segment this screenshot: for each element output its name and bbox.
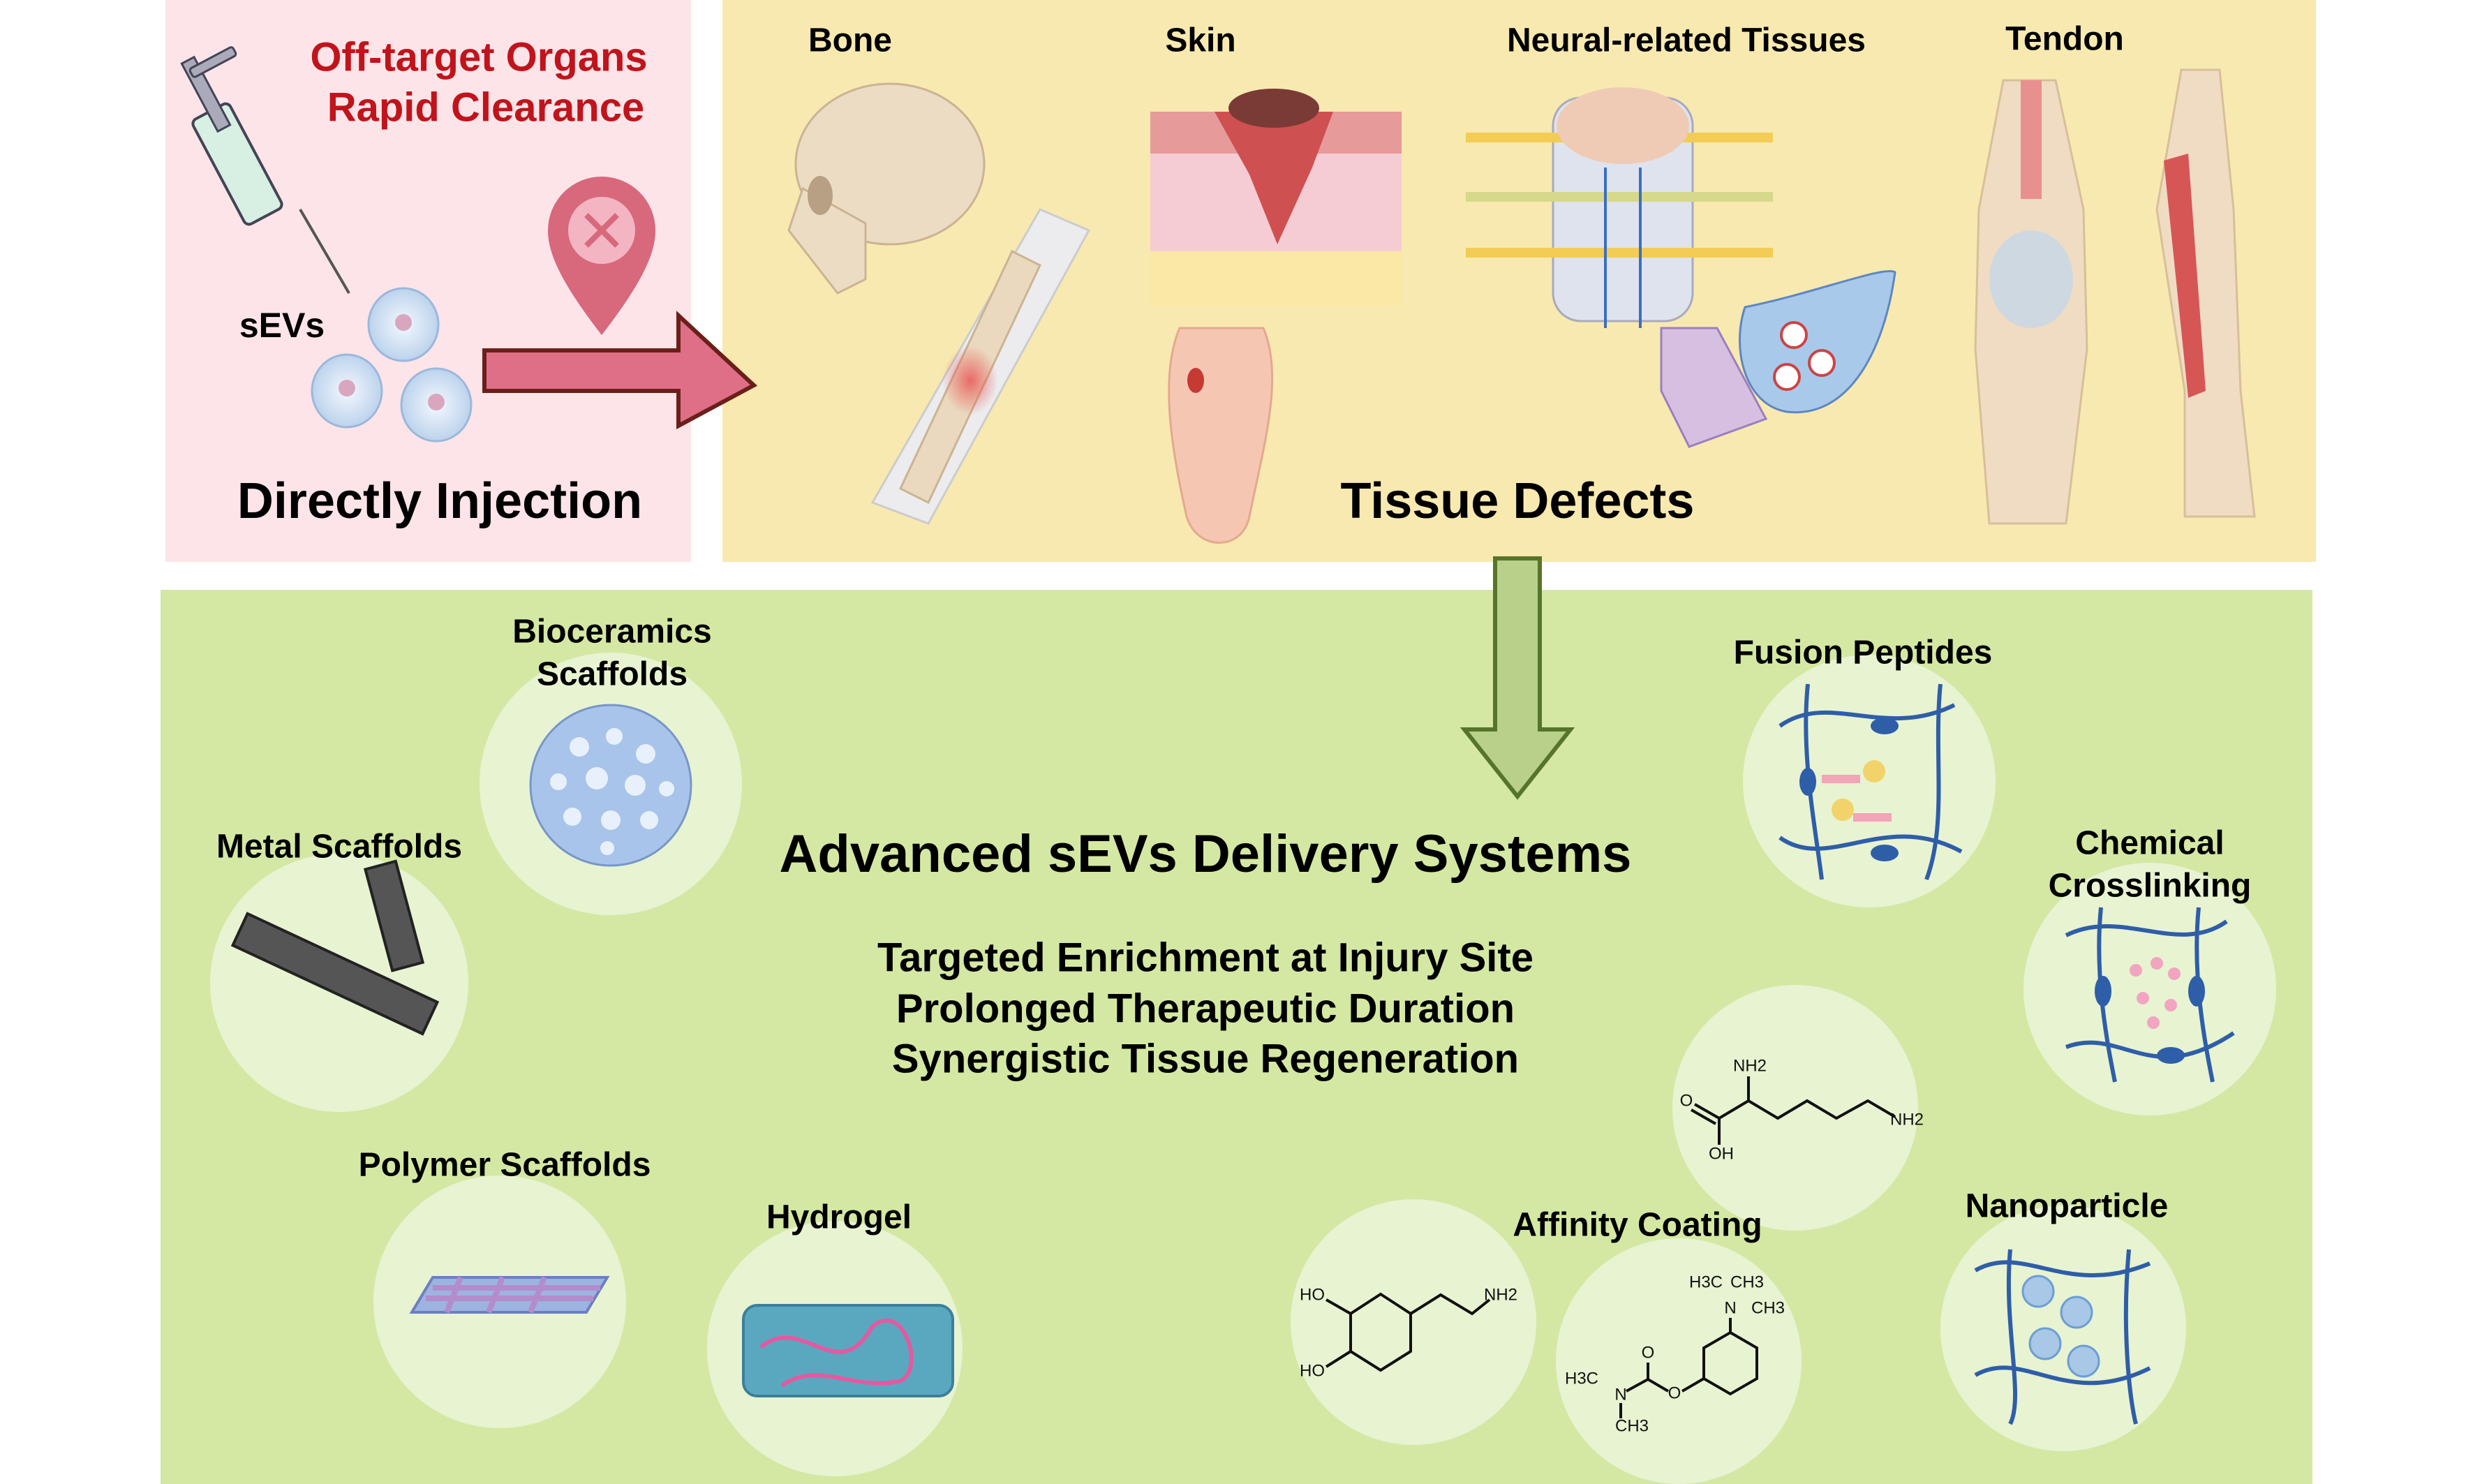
dopamine-circle xyxy=(1291,1199,1536,1445)
bioceramics-label-line1: Bioceramics xyxy=(512,614,712,651)
spinal-cord-icon xyxy=(1466,87,1773,328)
nanoparticle-label: Nanoparticle xyxy=(1966,1188,2169,1225)
benefit-synergistic-regeneration: Synergistic Tissue Regeneration xyxy=(892,1036,1519,1081)
sevs-label: sEVs xyxy=(239,306,325,345)
chem-label: O xyxy=(1642,1343,1655,1362)
syringe-icon xyxy=(180,46,350,295)
sev-vesicles-icon xyxy=(311,287,473,443)
chemical-crosslinking-label-line1: Chemical xyxy=(2075,825,2224,862)
delivery-systems-title: Advanced sEVs Delivery Systems xyxy=(780,824,1632,884)
fusion-peptides-label: Fusion Peptides xyxy=(1734,635,1993,671)
knee-tendon-icon xyxy=(1974,79,2088,525)
carbamate-circle xyxy=(1556,1238,1802,1484)
right-arrow xyxy=(482,311,758,430)
tissue-label-bone: Bone xyxy=(808,22,892,59)
chemical-crosslinking-circle xyxy=(2023,863,2276,1115)
down-arrow xyxy=(1460,556,1575,800)
lysine-structure-icon xyxy=(1691,1076,1896,1145)
polymer-scaffolds-label: Polymer Scaffolds xyxy=(359,1147,651,1184)
chem-label: H3C xyxy=(1689,1272,1723,1291)
skin-wound-icon xyxy=(1150,89,1402,306)
chem-label: O xyxy=(1680,1091,1693,1110)
metal-scaffolds-label: Metal Scaffolds xyxy=(216,829,462,866)
metal-stent-icon xyxy=(230,859,440,1036)
off-target-pin-icon xyxy=(548,177,655,335)
warning-rapid-clearance: Rapid Clearance xyxy=(327,84,645,130)
polymer-mesh-icon xyxy=(409,1276,610,1314)
hydrogel-block-icon xyxy=(742,1304,954,1397)
carbamate-structure-icon xyxy=(1619,1318,1758,1418)
crosslinking-network-icon xyxy=(2065,907,2235,1083)
chem-label: NH2 xyxy=(1484,1285,1517,1304)
chem-label: HO xyxy=(1300,1361,1325,1380)
tissue-label-skin: Skin xyxy=(1165,22,1235,59)
tissue-label-neural: Neural-related Tissues xyxy=(1507,22,1866,59)
tissue-label-tendon: Tendon xyxy=(2005,21,2124,58)
broken-femur-icon xyxy=(870,208,1091,525)
chemical-crosslinking-label-line2: Crosslinking xyxy=(2049,868,2252,905)
dopamine-structure-icon xyxy=(1325,1292,1491,1372)
chem-label: O xyxy=(1668,1383,1681,1402)
chem-label: NH2 xyxy=(1733,1056,1767,1075)
warning-off-target-organs: Off-target Organs xyxy=(310,34,647,80)
leg-muscle-icon xyxy=(2155,68,2256,518)
nanoparticle-network-icon xyxy=(1974,1249,2151,1425)
fusion-peptide-network-icon xyxy=(1778,683,1963,881)
foot-ulcer-icon xyxy=(1168,327,1274,544)
benefit-prolonged-duration: Prolonged Therapeutic Duration xyxy=(896,986,1515,1031)
benefit-targeted-enrichment: Targeted Enrichment at Injury Site xyxy=(877,935,1533,980)
hydrogel-label: Hydrogel xyxy=(766,1199,912,1236)
bioceramics-label-line2: Scaffolds xyxy=(537,656,688,693)
chem-label: H3C xyxy=(1565,1369,1598,1388)
skull-icon xyxy=(787,82,986,295)
chem-label: CH3 xyxy=(1730,1272,1764,1291)
affinity-coating-label: Affinity Coating xyxy=(1513,1207,1762,1244)
chem-label: CH3 xyxy=(1615,1416,1649,1435)
chem-label: N xyxy=(1724,1298,1736,1317)
chem-label: HO xyxy=(1300,1285,1325,1304)
synapse-icon xyxy=(1660,269,1896,448)
chem-label: N xyxy=(1614,1385,1626,1404)
bioceramic-sphere-icon xyxy=(529,704,692,867)
chem-label: OH xyxy=(1709,1144,1734,1163)
chem-label: CH3 xyxy=(1751,1298,1785,1317)
tissue-defects-title: Tissue Defects xyxy=(1341,473,1695,529)
injection-panel-title: Directly Injection xyxy=(237,473,642,529)
chem-label: NH2 xyxy=(1890,1110,1924,1129)
nanoparticle-circle xyxy=(1940,1205,2186,1451)
